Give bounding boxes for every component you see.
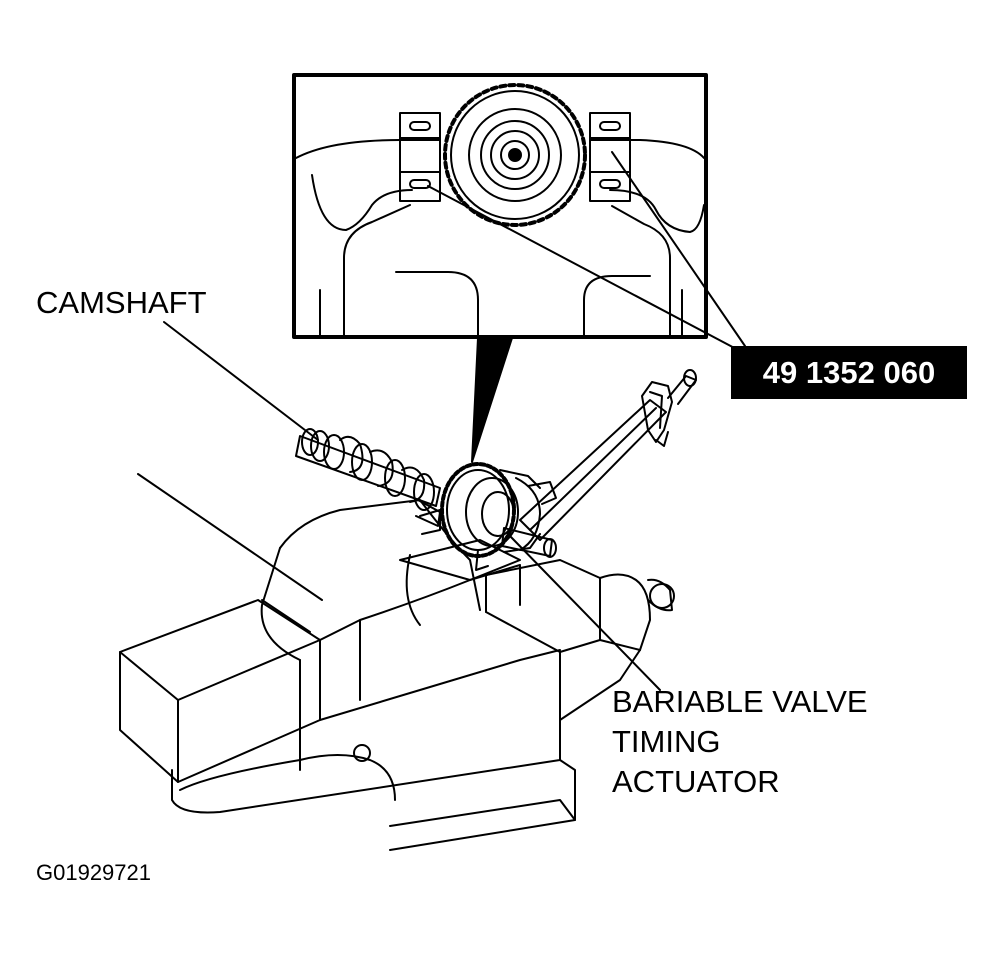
bench-vise: [119, 473, 675, 851]
tool-number-tag: 49 1352 060: [731, 346, 967, 399]
figure-id: G01929721: [36, 860, 151, 885]
camshaft-label: CAMSHAFT: [36, 285, 207, 320]
actuator-leader: [509, 535, 661, 691]
detail-inset: [292, 73, 708, 339]
inset-right-jaw: [589, 112, 631, 202]
holding-tool: [501, 369, 697, 558]
camshaft: [295, 428, 441, 527]
actuator-label-line-1: BARIABLE VALVE: [612, 684, 868, 719]
vise-front-jaw: [119, 599, 321, 783]
inset-pointer: [471, 337, 513, 463]
vvt-actuator: [419, 462, 557, 571]
camshaft-leader: [163, 321, 319, 441]
inset-sprocket: [443, 83, 587, 227]
actuator-label: BARIABLE VALVE TIMING ACTUATOR: [612, 682, 868, 802]
tool-leaders: [427, 151, 746, 353]
vise-rear-jaw: [485, 559, 651, 721]
inset-left-jaw: [399, 112, 441, 202]
actuator-label-line-2: TIMING: [612, 724, 721, 759]
actuator-label-line-3: ACTUATOR: [612, 764, 780, 799]
